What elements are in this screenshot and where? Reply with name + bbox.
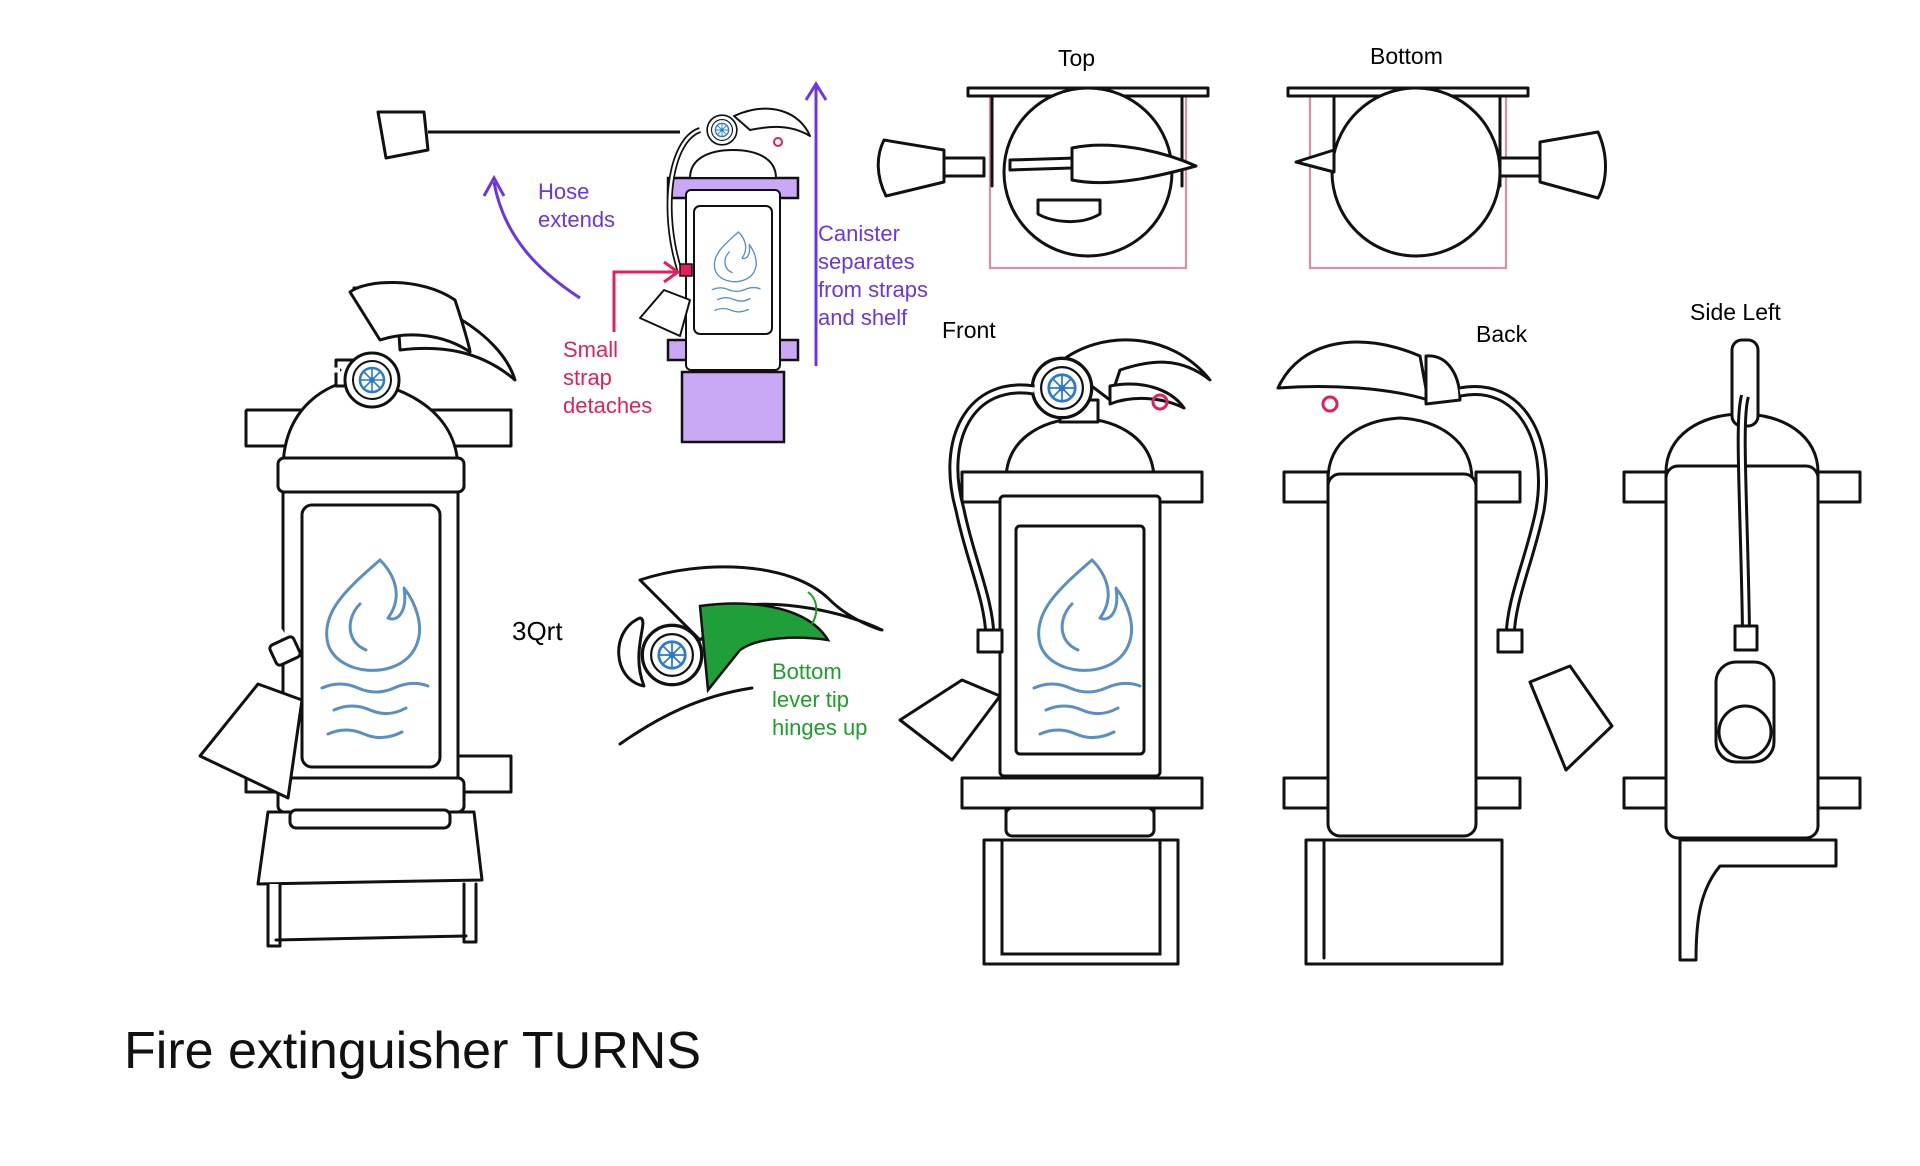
label-side-left: Side Left bbox=[1690, 299, 1781, 325]
canister-note: Canister separates from straps and shelf bbox=[818, 221, 929, 330]
strap-note: Small strap detaches bbox=[563, 337, 653, 418]
back-view bbox=[1276, 340, 1614, 966]
lever-note: Bottom lever tip hinges up bbox=[772, 659, 868, 740]
top-view bbox=[876, 86, 1210, 270]
side-left-view bbox=[1622, 338, 1862, 962]
sheet-title: Fire extinguisher TURNS bbox=[124, 1022, 702, 1080]
hose-note: Hose extends bbox=[538, 179, 616, 232]
lever-closeup bbox=[617, 565, 884, 746]
label-front: Front bbox=[942, 317, 996, 343]
label-top: Top bbox=[1058, 45, 1095, 71]
bottom-view bbox=[1286, 86, 1607, 270]
label-back: Back bbox=[1476, 321, 1528, 347]
three-quarter-view bbox=[198, 280, 517, 948]
label-bottom: Bottom bbox=[1370, 43, 1443, 69]
exploded-view bbox=[376, 81, 828, 444]
front-view bbox=[898, 338, 1212, 966]
label-3qrt: 3Qrt bbox=[512, 616, 563, 646]
